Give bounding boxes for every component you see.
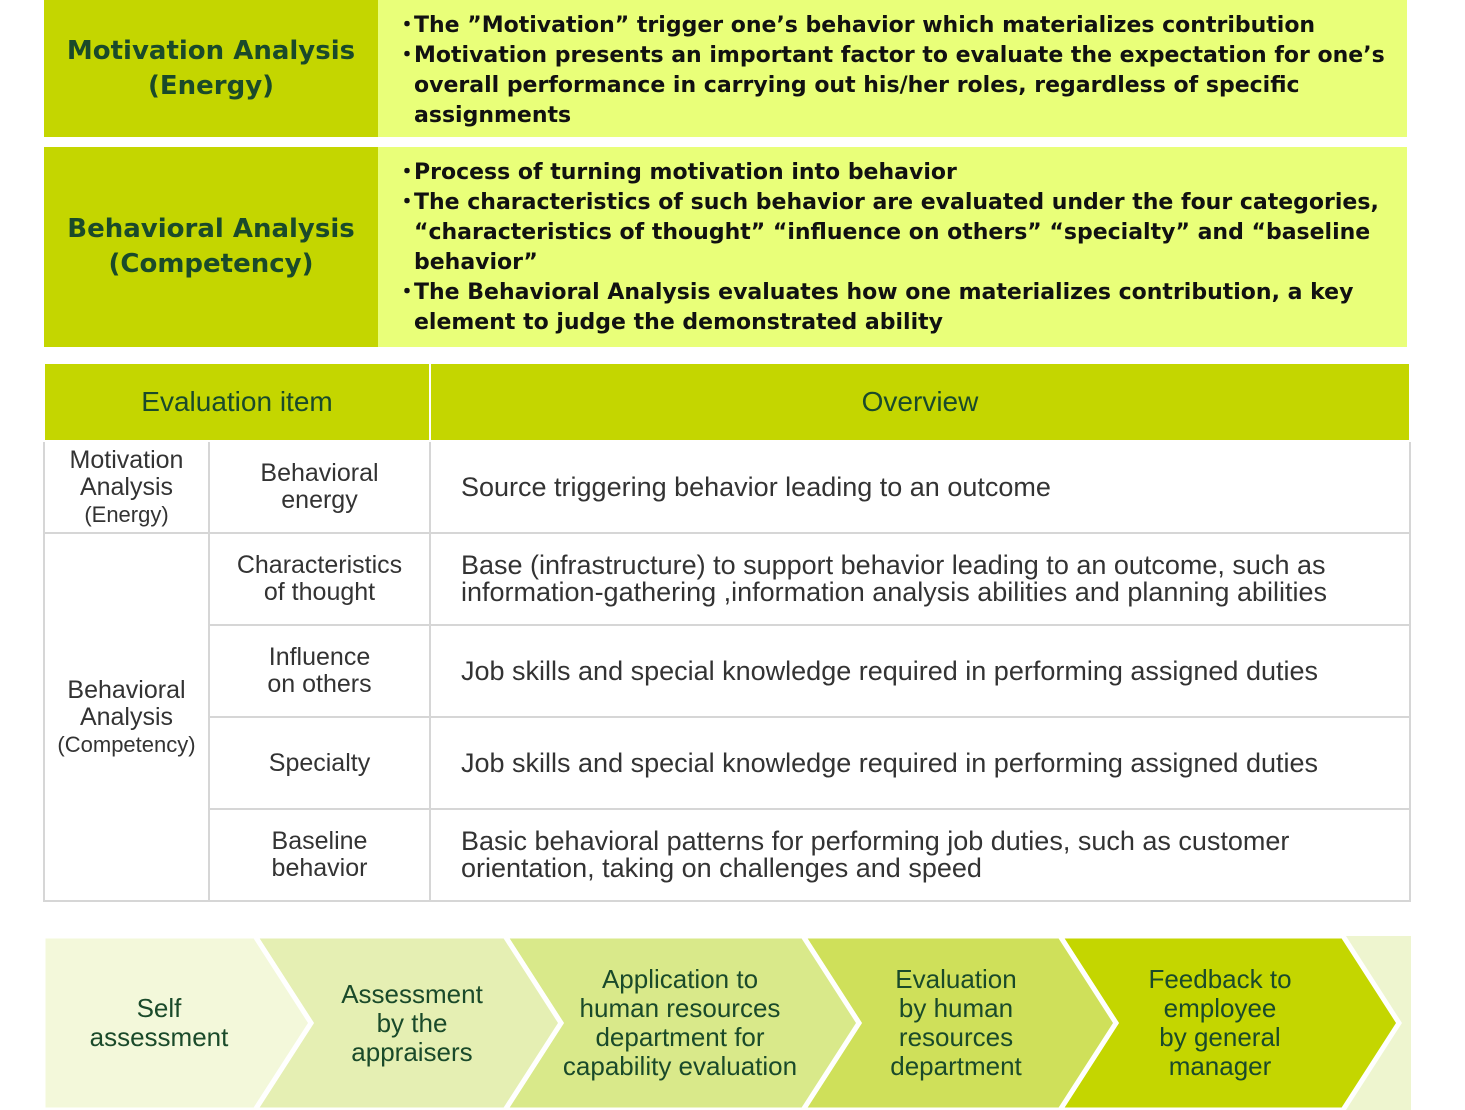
behavioral-analysis-description: Process of turning motivation into behav… <box>378 147 1407 347</box>
group-line: Behavioral <box>67 675 186 704</box>
flow-chevron <box>43 936 314 1110</box>
group-behavioral-analysis: Behavioral Analysis (Competency) <box>43 532 210 902</box>
item-line: Specialty <box>268 748 371 777</box>
flow-step-line: Evaluation <box>895 964 1017 994</box>
table-row: Baseline behavior Basic behavioral patte… <box>44 808 1411 902</box>
group-line: (Energy) <box>84 501 169 527</box>
flow-step-line: employee <box>1163 993 1277 1023</box>
block-title: Motivation Analysis <box>66 35 356 66</box>
flow-step-line: Feedback to <box>1148 964 1292 994</box>
table-row: Influence on others Job skills and speci… <box>44 624 1411 718</box>
item-line: Behavioral <box>260 459 379 487</box>
flow-step-line: capability evaluation <box>562 1051 798 1081</box>
group-line: (Competency) <box>57 731 196 757</box>
flow-step-line: department for <box>595 1022 765 1052</box>
group-line: Motivation <box>69 445 184 474</box>
header-evaluation-item: Evaluation item <box>43 362 431 442</box>
flow-step-line: assessment <box>89 1022 229 1052</box>
overview-cell: Source triggering behavior leading to an… <box>429 440 1411 534</box>
table-row: Specialty Job skills and special knowled… <box>44 716 1411 810</box>
group-line: Analysis <box>79 472 174 501</box>
bullet-item: Process of turning motivation into behav… <box>396 158 1387 188</box>
flow-step-line: Assessment <box>341 978 483 1009</box>
item-line: behavior <box>271 854 368 882</box>
process-flow-arrows <box>43 936 1411 1110</box>
overview-cell: Base (infrastructure) to support behavio… <box>429 532 1411 626</box>
table-row: Motivation Analysis (Energy) Behavioral … <box>43 440 1411 534</box>
item-line: Influence <box>268 643 371 671</box>
item-cell: Specialty <box>208 716 431 810</box>
overview-cell: Job skills and special knowledge require… <box>429 716 1411 810</box>
item-cell: Influence on others <box>208 624 431 718</box>
motivation-analysis-label: Motivation Analysis (Energy) <box>44 0 378 137</box>
table-header-row: Evaluation item Overview <box>43 362 1411 442</box>
item-cell: Baseline behavior <box>208 808 431 902</box>
bullet-item: The characteristics of such behavior are… <box>396 188 1387 278</box>
flow-step-line: by general <box>1159 1022 1281 1052</box>
behavioral-analysis-block: Behavioral Analysis (Competency) Process… <box>44 147 1407 347</box>
behavioral-analysis-label: Behavioral Analysis (Competency) <box>44 147 378 347</box>
item-line: on others <box>267 670 372 698</box>
group-motivation-analysis: Motivation Analysis (Energy) <box>43 440 210 534</box>
flow-step-line: human resources <box>579 993 781 1023</box>
block-title: Behavioral Analysis <box>67 214 355 244</box>
motivation-analysis-block: Motivation Analysis (Energy) The ”Motiva… <box>44 0 1407 137</box>
item-line: Characteristics <box>236 551 403 579</box>
block-subtitle: (Competency) <box>108 249 314 279</box>
item-line: Baseline <box>271 827 368 855</box>
flow-step-line: Self <box>136 993 182 1023</box>
overview-cell: Basic behavioral patterns for performing… <box>429 808 1411 902</box>
flow-step-line: by human <box>898 993 1014 1023</box>
flow-step-line: Application to <box>601 964 759 994</box>
bullet-item: Motivation presents an important factor … <box>396 41 1387 131</box>
group-line: Analysis <box>79 702 174 731</box>
evaluation-table: Evaluation item Overview Motivation Anal… <box>43 362 1411 902</box>
item-cell: Behavioral energy <box>208 440 431 534</box>
item-cell: Characteristics of thought <box>208 532 431 626</box>
flow-step-line: manager <box>1168 1051 1272 1081</box>
motivation-analysis-description: The ”Motivation” trigger one’s behavior … <box>378 0 1407 137</box>
item-line: energy <box>281 486 358 514</box>
item-line: of thought <box>263 578 376 606</box>
block-subtitle: (Energy) <box>147 70 275 101</box>
flow-step-line: department <box>890 1051 1022 1081</box>
overview-cell: Job skills and special knowledge require… <box>429 624 1411 718</box>
bullet-item: The Behavioral Analysis evaluates how on… <box>396 278 1387 338</box>
bullet-item: The ”Motivation” trigger one’s behavior … <box>396 11 1387 41</box>
header-overview: Overview <box>429 362 1411 442</box>
flow-step-line: resources <box>898 1022 1014 1052</box>
table-row: Behavioral Analysis (Competency) Charact… <box>43 532 1411 902</box>
flow-step-line: appraisers <box>351 1036 473 1067</box>
flow-step-line: by the <box>376 1007 448 1038</box>
